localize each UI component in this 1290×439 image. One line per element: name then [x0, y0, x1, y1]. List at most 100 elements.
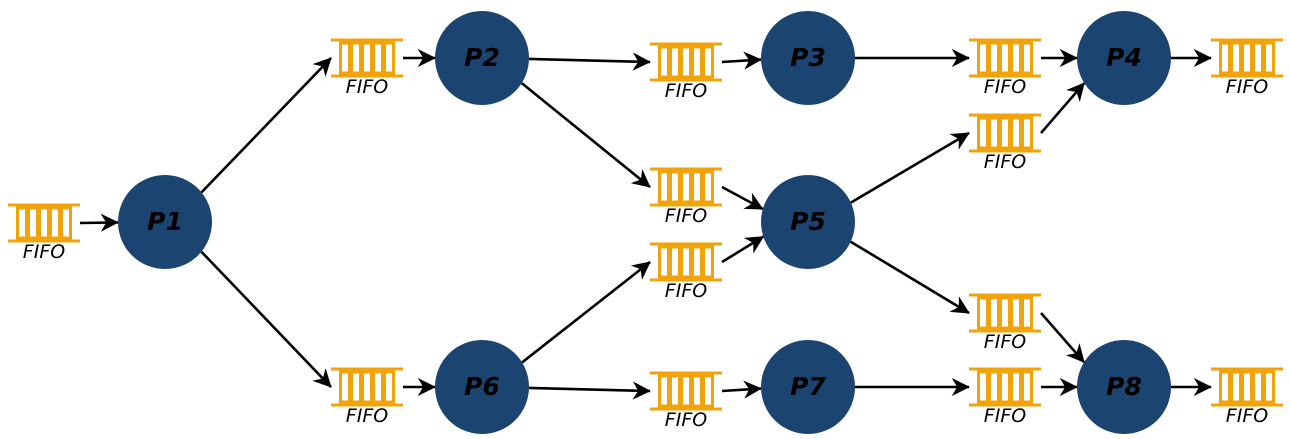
- fifo-slot: [38, 206, 50, 240]
- edge-p5-to-p5-p4: [850, 131, 970, 204]
- fifo-label: FIFO: [665, 205, 707, 227]
- fifo-slot: [669, 245, 681, 279]
- node-label: P8: [1106, 372, 1142, 401]
- node-label: P2: [464, 43, 500, 72]
- fifo-slot: [1010, 370, 1022, 404]
- node-label: P3: [790, 43, 826, 72]
- edge-p5-to-p5-p8: [849, 240, 970, 315]
- fifo-slot: [27, 206, 39, 240]
- edge-p2-p5-to-p5: [721, 185, 764, 211]
- fifo-queue-in-p1: FIFO: [8, 203, 80, 263]
- process-node-p7: P7: [761, 340, 855, 434]
- fifo-slot: [999, 116, 1011, 150]
- fifo-label: FIFO: [984, 151, 1026, 173]
- fifo-slot: [1010, 41, 1022, 75]
- fifo-slot: [1230, 41, 1242, 75]
- node-label: P4: [1106, 43, 1142, 72]
- fifo-slot: [1010, 116, 1022, 150]
- fifo-slot: [350, 370, 362, 404]
- fifo-slot: [658, 170, 670, 204]
- fifo-slot: [702, 374, 714, 408]
- edge-p5-p8-to-p8: [1040, 312, 1086, 364]
- fifo-slot: [1021, 116, 1033, 150]
- fifo-slot: [361, 41, 373, 75]
- fifo-slot: [702, 45, 714, 79]
- fifo-slot: [999, 41, 1011, 75]
- fifo-slot: [16, 206, 28, 240]
- fifo-slot: [669, 170, 681, 204]
- process-node-p2: P2: [435, 11, 529, 105]
- fifo-slot: [1010, 296, 1022, 330]
- fifo-queue-p6-p7: FIFO: [650, 371, 722, 431]
- node-circle: [435, 11, 529, 105]
- fifo-slot: [1021, 41, 1033, 75]
- node-circle: [761, 175, 855, 269]
- edge-p1-to-p1-p6: [200, 250, 332, 388]
- fifo-queue-p2-p3: FIFO: [650, 42, 722, 102]
- fifo-slot: [1241, 370, 1253, 404]
- fifo-slot: [977, 296, 989, 330]
- fifo-queue-p1-p2: FIFO: [331, 38, 403, 98]
- fifo-slot: [1263, 370, 1275, 404]
- node-circle: [761, 11, 855, 105]
- edge-p6-to-p6-p7: [528, 381, 651, 400]
- fifo-slot: [1241, 41, 1253, 75]
- fifo-slot: [691, 245, 703, 279]
- node-circle: [1077, 11, 1171, 105]
- fifo-label: FIFO: [1226, 405, 1268, 427]
- fifo-slot: [658, 45, 670, 79]
- fifo-slot: [680, 245, 692, 279]
- edges: [79, 48, 1212, 400]
- fifo-slot: [977, 116, 989, 150]
- fifo-slot: [1021, 370, 1033, 404]
- fifo-slot: [680, 170, 692, 204]
- fifo-slot: [988, 116, 1000, 150]
- fifo-slot: [691, 374, 703, 408]
- node-circle: [118, 175, 212, 269]
- fifo-slot: [1021, 296, 1033, 330]
- fifo-slot: [988, 296, 1000, 330]
- fifo-slot: [702, 170, 714, 204]
- fifo-slot: [988, 41, 1000, 75]
- edge-p6-to-p6-p5: [521, 260, 651, 364]
- fifo-label: FIFO: [23, 241, 65, 263]
- fifo-label: FIFO: [984, 76, 1026, 98]
- process-node-p5: P5: [761, 175, 855, 269]
- fifo-slot: [702, 245, 714, 279]
- fifo-label: FIFO: [665, 80, 707, 102]
- fifo-queues: FIFO FIFO FIFO FIFO FIFO FIFO FIFO FIFO FIFO FIFO…: [8, 38, 1283, 431]
- fifo-slot: [658, 245, 670, 279]
- fifo-slot: [680, 374, 692, 408]
- fifo-slot: [669, 374, 681, 408]
- fifo-slot: [383, 370, 395, 404]
- fifo-queue-p6-p5: FIFO: [650, 242, 722, 302]
- fifo-label: FIFO: [1226, 76, 1268, 98]
- node-circle: [435, 340, 529, 434]
- edge-p1-to-p1-p2: [200, 57, 332, 194]
- fifo-slot: [669, 45, 681, 79]
- fifo-queue-p4-out: FIFO: [1211, 38, 1283, 98]
- node-label: P7: [790, 372, 826, 401]
- fifo-slot: [350, 41, 362, 75]
- fifo-queue-p1-p6: FIFO: [331, 367, 403, 427]
- fifo-slot: [372, 370, 384, 404]
- edge-p6-p7-to-p7: [721, 380, 762, 399]
- node-circle: [761, 340, 855, 434]
- fifo-slot: [1252, 41, 1264, 75]
- node-label: P6: [464, 372, 500, 401]
- fifo-label: FIFO: [984, 331, 1026, 353]
- fifo-slot: [977, 41, 989, 75]
- process-node-p8: P8: [1077, 340, 1171, 434]
- edge-p2-to-p2-p3: [528, 52, 651, 71]
- node-label: P1: [147, 207, 183, 236]
- process-node-p4: P4: [1077, 11, 1171, 105]
- fifo-queue-p5-p4: FIFO: [969, 113, 1041, 173]
- fifo-label: FIFO: [665, 409, 707, 431]
- fifo-slot: [372, 41, 384, 75]
- fifo-slot: [60, 206, 72, 240]
- edge-p5-p4-to-p4: [1040, 82, 1086, 134]
- fifo-slot: [49, 206, 61, 240]
- fifo-queue-p8-out: FIFO: [1211, 367, 1283, 427]
